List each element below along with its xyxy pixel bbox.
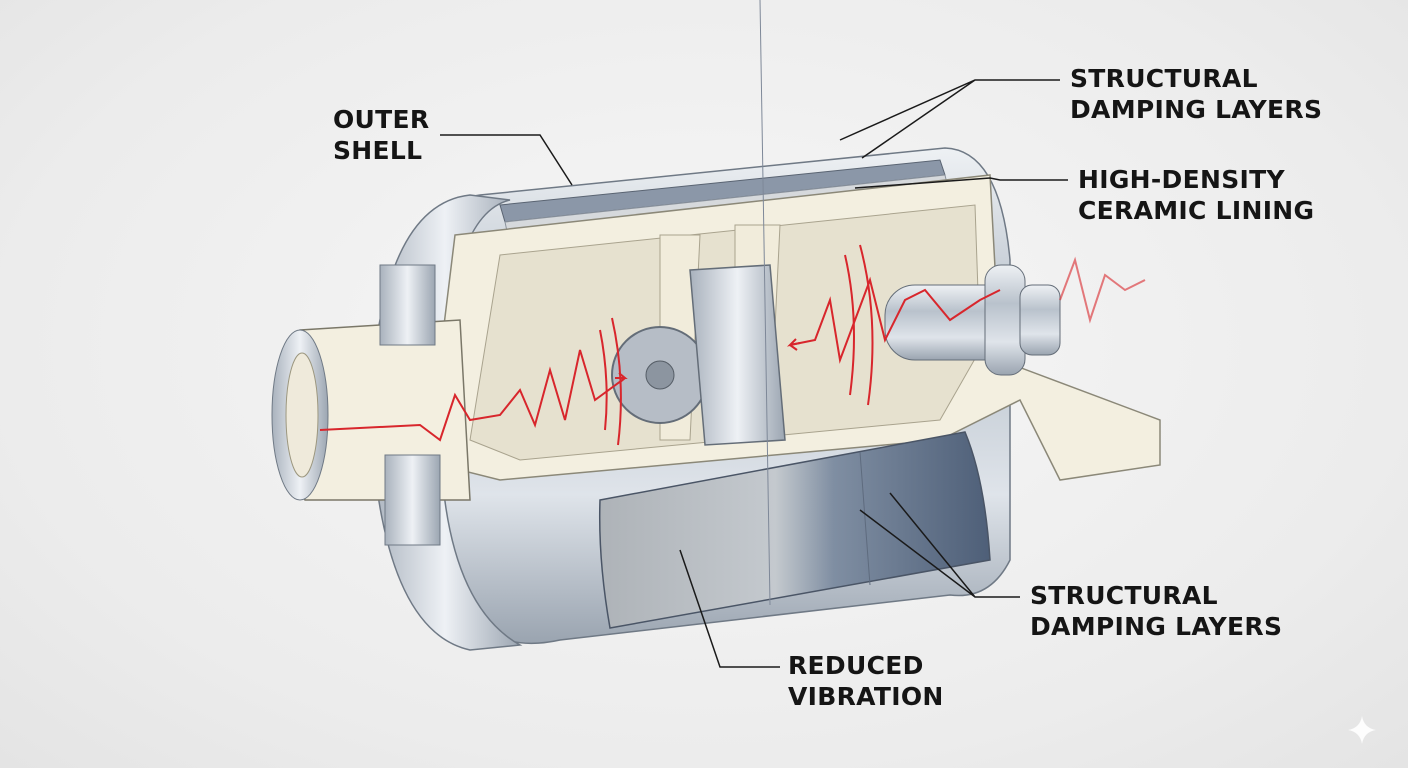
label-line: STRUCTURAL bbox=[1030, 581, 1218, 610]
label-ceramic-lining: HIGH-DENSITY CERAMIC LINING bbox=[1078, 164, 1314, 226]
label-line: HIGH-DENSITY bbox=[1078, 165, 1285, 194]
sparkle-watermark-icon bbox=[1348, 716, 1376, 744]
label-line: VIBRATION bbox=[788, 682, 944, 711]
label-reduced-vibration: REDUCED VIBRATION bbox=[788, 650, 944, 712]
output-shaft bbox=[884, 264, 1061, 376]
label-line: CERAMIC LINING bbox=[1078, 196, 1315, 225]
label-line: REDUCED bbox=[788, 651, 924, 680]
label-structural-damping-top: STRUCTURAL DAMPING LAYERS bbox=[1070, 63, 1322, 125]
label-line: STRUCTURAL bbox=[1070, 64, 1258, 93]
bottom-damping-layers bbox=[598, 431, 991, 629]
label-line: OUTER bbox=[333, 105, 430, 134]
vibration-waves bbox=[319, 244, 1146, 446]
label-structural-damping-bottom: STRUCTURAL DAMPING LAYERS bbox=[1030, 580, 1282, 642]
label-line: SHELL bbox=[333, 136, 423, 165]
leader-lines bbox=[440, 79, 1068, 668]
label-line: DAMPING LAYERS bbox=[1030, 612, 1283, 641]
label-outer-shell: OUTER SHELL bbox=[333, 104, 429, 166]
rotor-gear bbox=[611, 264, 786, 446]
label-line: DAMPING LAYERS bbox=[1070, 95, 1323, 124]
